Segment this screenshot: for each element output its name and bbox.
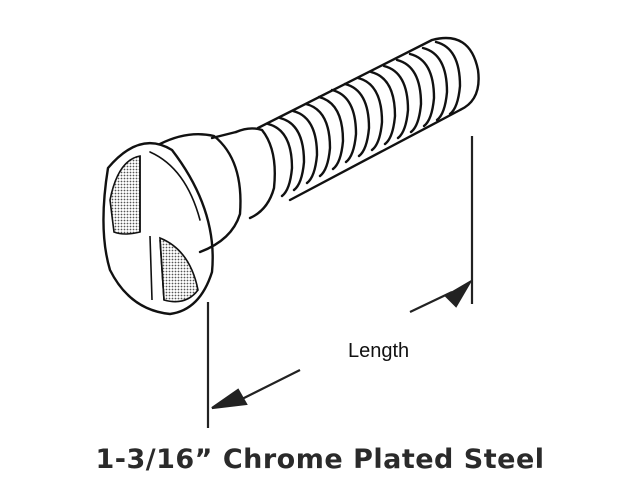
neck (158, 133, 242, 254)
length-dimension (206, 136, 474, 428)
length-label: Length (348, 340, 410, 362)
head (102, 141, 214, 316)
thread-rings (266, 40, 462, 198)
head-slot-shading (109, 155, 199, 303)
product-caption: 1-3/16” Chrome Plated Steel (95, 444, 545, 475)
thread-body (256, 36, 480, 202)
